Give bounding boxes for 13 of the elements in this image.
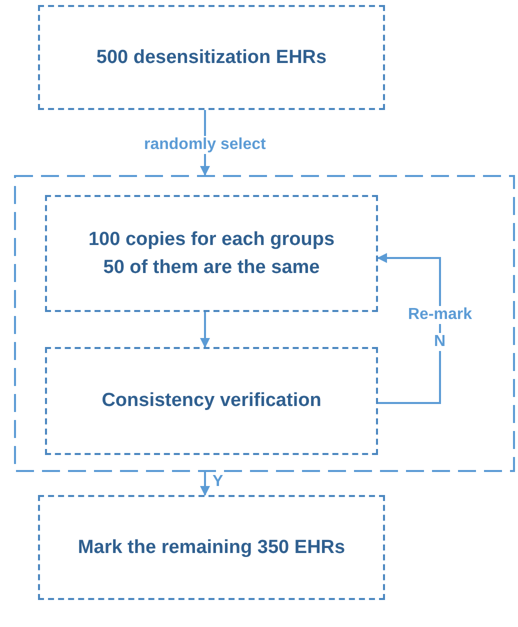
note-label: Re-mark xyxy=(406,306,474,324)
arrow xyxy=(377,253,441,404)
process-box xyxy=(38,5,385,110)
arrow xyxy=(200,312,210,348)
process-box xyxy=(38,495,385,600)
edge-label: randomly select xyxy=(142,136,268,154)
process-box xyxy=(45,195,378,312)
process-box xyxy=(45,347,378,455)
arrow xyxy=(200,472,210,496)
box-text: 500 desensitization EHRs xyxy=(96,46,327,70)
box-text: Consistency verification xyxy=(102,389,322,414)
box-text: Mark the remaining 350 EHRs xyxy=(78,536,346,560)
box-text: 100 copies for each groups 50 of them are the same xyxy=(87,228,336,280)
